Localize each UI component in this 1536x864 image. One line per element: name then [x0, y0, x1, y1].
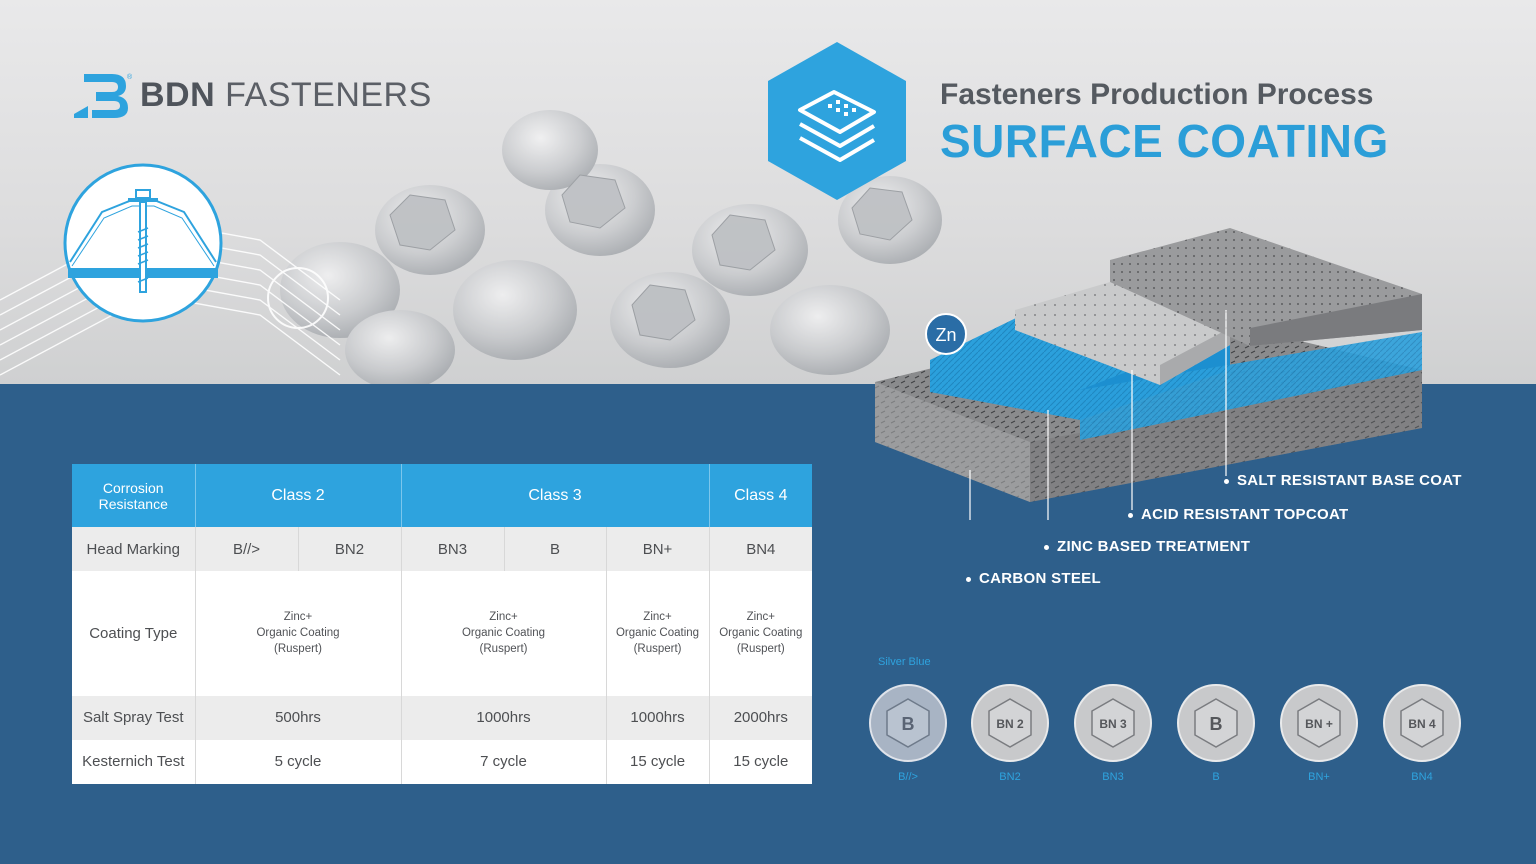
zn-label: Zn	[935, 325, 956, 345]
coating-line: Zinc+	[746, 611, 776, 624]
table-cell: 15 cycle	[708, 739, 813, 784]
coating-line: Zinc+	[489, 611, 518, 624]
row-label-kesternich: Kesternich Test	[72, 739, 195, 784]
header-class-4: Class 4	[708, 464, 813, 527]
coating-hexagon-badge	[766, 40, 908, 202]
legend-base-coat-label: SALT RESISTANT BASE COAT	[1237, 472, 1462, 489]
bdn-logo-icon: ®	[74, 73, 132, 118]
bolt-head-icon: BN 2	[971, 684, 1049, 762]
coating-line: Organic Coating	[256, 627, 340, 640]
table-cell: 500hrs	[194, 695, 402, 740]
fastener-pile-image	[280, 110, 942, 384]
row-label-head-marking: Head Marking	[72, 527, 195, 572]
legend-zinc-label: ZINC BASED TREATMENT	[1057, 538, 1251, 555]
page-subtitle: Fasteners Production Process	[940, 78, 1374, 111]
row-label-salt-spray: Salt Spray Test	[72, 695, 195, 740]
legend-carbon-steel-label: CARBON STEEL	[979, 570, 1101, 587]
legend-carbon-steel: CARBON STEEL	[966, 570, 1101, 587]
brand-name-bold: BDN	[140, 75, 216, 114]
table-cell: Zinc+ Organic Coating (Ruspert)	[708, 571, 813, 696]
table-cell: 2000hrs	[708, 695, 813, 740]
brand-name-light: FASTENERS	[225, 75, 432, 114]
header-class-2: Class 2	[194, 464, 402, 527]
coating-line: (Ruspert)	[633, 643, 682, 656]
coating-layers-diagram: Zn	[875, 228, 1422, 520]
table-cell: Zinc+ Organic Coating (Ruspert)	[400, 571, 607, 696]
head-caption: BN+	[1308, 771, 1330, 783]
legend-base-coat: SALT RESISTANT BASE COAT	[1224, 472, 1462, 489]
table-header-row: Corrosion Resistance Class 2 Class 3 Cla…	[72, 464, 813, 527]
legend-topcoat: ACID RESISTANT TOPCOAT	[1128, 506, 1348, 523]
fastener-detail-circle	[62, 162, 224, 324]
head-mark-text: B	[902, 714, 915, 734]
head-sample: B	[1176, 683, 1256, 768]
coating-line: (Ruspert)	[736, 643, 785, 656]
hero-photo-area: ® BDN FASTENERS	[0, 0, 1536, 384]
head-sample: BN 3	[1073, 683, 1153, 768]
table-cell: BN+	[605, 527, 710, 572]
bolt-head-icon: B	[1177, 684, 1255, 762]
layers-icon	[798, 90, 876, 162]
table-cell: B//>	[194, 527, 298, 572]
bolt-head-icon: BN 3	[1074, 684, 1152, 762]
table-cell: 1000hrs	[605, 695, 710, 740]
table-row: Coating Type Zinc+ Organic Coating (Rusper…	[72, 571, 813, 696]
head-marking-samples: B BN 2 BN 3 B BN + B	[866, 655, 1466, 795]
bolt-head-icon: BN +	[1280, 684, 1358, 762]
coating-line: (Ruspert)	[479, 643, 528, 656]
table-cell: BN3	[400, 527, 505, 572]
corrosion-spec-table: Corrosion Resistance Class 2 Class 3 Cla…	[72, 464, 813, 784]
table-cell: BN2	[297, 527, 402, 572]
table-cell: BN4	[708, 527, 813, 572]
head-caption: BN2	[999, 771, 1021, 783]
coating-line: Organic Coating	[461, 627, 546, 640]
page-title: SURFACE COATING	[940, 115, 1389, 167]
table-cell: 1000hrs	[400, 695, 607, 740]
header-corrosion-resistance: Corrosion Resistance	[72, 464, 195, 527]
row-label-coating-type: Coating Type	[72, 571, 195, 696]
legend-zinc: ZINC BASED TREATMENT	[1044, 538, 1250, 555]
header-class-3: Class 3	[400, 464, 710, 527]
head-sample: BN +	[1279, 683, 1359, 768]
table-row: Salt Spray Test 500hrs 1000hrs 1000hrs 2…	[72, 695, 813, 740]
brand-name: BDN FASTENERS	[140, 76, 432, 115]
table-row: Kesternich Test 5 cycle 7 cycle 15 cycle…	[72, 739, 813, 784]
head-caption: B	[1212, 771, 1220, 783]
bolt-head-icon: B	[869, 684, 947, 762]
coating-line: Organic Coating	[615, 627, 700, 640]
coating-line: Organic Coating	[719, 627, 803, 640]
legend-topcoat-label: ACID RESISTANT TOPCOAT	[1141, 506, 1349, 523]
coating-line: (Ruspert)	[274, 643, 322, 656]
head-mark-text: BN 2	[996, 717, 1024, 731]
table-row: Head Marking B//> BN2 BN3 B BN+ BN4	[72, 527, 813, 572]
silver-blue-label: Silver Blue	[878, 656, 931, 668]
head-mark-text: BN +	[1305, 717, 1333, 731]
head-sample: BN 2	[970, 683, 1050, 768]
table-cell: B	[503, 527, 607, 572]
table-cell: 7 cycle	[400, 739, 607, 784]
head-caption: B//>	[898, 771, 918, 783]
table-cell: Zinc+ Organic Coating (Ruspert)	[605, 571, 710, 696]
head-sample: BN 4	[1382, 683, 1462, 768]
head-mark-text: BN 4	[1408, 717, 1436, 731]
table-cell: Zinc+ Organic Coating (Ruspert)	[194, 571, 402, 696]
bolt-head-icon: BN 4	[1383, 684, 1461, 762]
head-mark-text: B	[1210, 714, 1223, 734]
head-mark-text: BN 3	[1099, 717, 1127, 731]
head-sample: B	[868, 683, 948, 768]
table-cell: 15 cycle	[605, 739, 710, 784]
brand-logo: ® BDN FASTENERS	[72, 70, 432, 120]
coating-line: Zinc+	[283, 611, 313, 624]
svg-text:®: ®	[127, 73, 132, 81]
head-caption: BN4	[1411, 771, 1433, 783]
coating-line: Zinc+	[643, 611, 672, 624]
table-cell: 5 cycle	[194, 739, 402, 784]
head-caption: BN3	[1102, 771, 1124, 783]
